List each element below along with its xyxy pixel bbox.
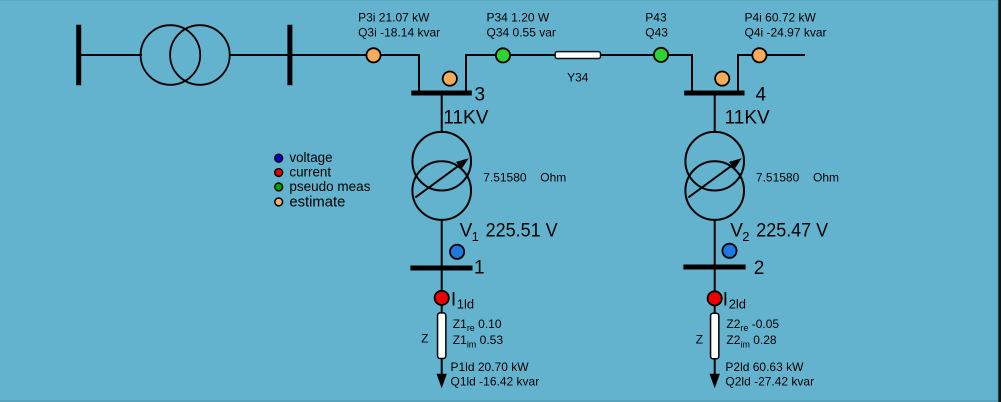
svg-text:current: current: [289, 165, 331, 180]
svg-text:Y34: Y34: [567, 70, 589, 84]
svg-text:Q2ld -27.42 kvar: Q2ld -27.42 kvar: [725, 374, 814, 388]
svg-text:1ld: 1ld: [457, 296, 474, 311]
svg-text:225.47 V: 225.47 V: [756, 221, 828, 242]
svg-text:11KV: 11KV: [443, 108, 488, 129]
svg-text:Q43: Q43: [645, 25, 668, 39]
svg-text:4: 4: [756, 84, 767, 105]
svg-text:P3i 21.07 kW: P3i 21.07 kW: [358, 11, 430, 25]
svg-text:2: 2: [742, 229, 749, 244]
svg-text:Z: Z: [421, 332, 428, 346]
svg-text:Z2re -0.05: Z2re -0.05: [726, 317, 779, 333]
svg-text:7.51580: 7.51580: [483, 171, 527, 185]
svg-text:V: V: [730, 221, 743, 242]
svg-text:225.51 V: 225.51 V: [486, 221, 558, 242]
svg-text:Z1re 0.10: Z1re 0.10: [453, 317, 502, 333]
svg-text:pseudo meas: pseudo meas: [289, 179, 370, 194]
svg-text:2ld: 2ld: [729, 297, 746, 312]
svg-text:Q3i -18.14 kvar: Q3i -18.14 kvar: [358, 25, 440, 39]
svg-text:7.51580: 7.51580: [756, 171, 800, 185]
svg-text:V: V: [460, 221, 473, 242]
svg-text:3: 3: [475, 84, 486, 105]
svg-text:1: 1: [474, 258, 485, 279]
svg-text:Z2im 0.28: Z2im 0.28: [726, 333, 777, 349]
svg-text:estimate: estimate: [289, 195, 345, 211]
svg-text:I: I: [723, 290, 728, 311]
svg-text:P34 1.20 W: P34 1.20 W: [487, 11, 550, 25]
svg-text:Ohm: Ohm: [540, 171, 566, 185]
svg-text:voltage: voltage: [289, 150, 332, 165]
svg-text:P4i 60.72 kW: P4i 60.72 kW: [745, 11, 817, 25]
svg-text:P43: P43: [645, 11, 667, 25]
svg-text:Q34 0.55 var: Q34 0.55 var: [487, 25, 556, 39]
svg-text:Ohm: Ohm: [813, 171, 839, 185]
svg-text:I: I: [451, 289, 456, 310]
svg-text:Q1ld -16.42 kvar: Q1ld -16.42 kvar: [451, 374, 540, 388]
svg-text:1: 1: [472, 229, 479, 244]
svg-text:Q4i -24.97 kvar: Q4i -24.97 kvar: [745, 25, 827, 39]
svg-text:Z: Z: [696, 332, 703, 346]
svg-text:Z1im 0.53: Z1im 0.53: [453, 333, 504, 349]
svg-text:11KV: 11KV: [725, 108, 770, 129]
svg-text:2: 2: [754, 258, 765, 279]
svg-text:P1ld 20.70 kW: P1ld 20.70 kW: [451, 360, 530, 374]
svg-text:P2ld 60.63 kW: P2ld 60.63 kW: [725, 360, 804, 374]
